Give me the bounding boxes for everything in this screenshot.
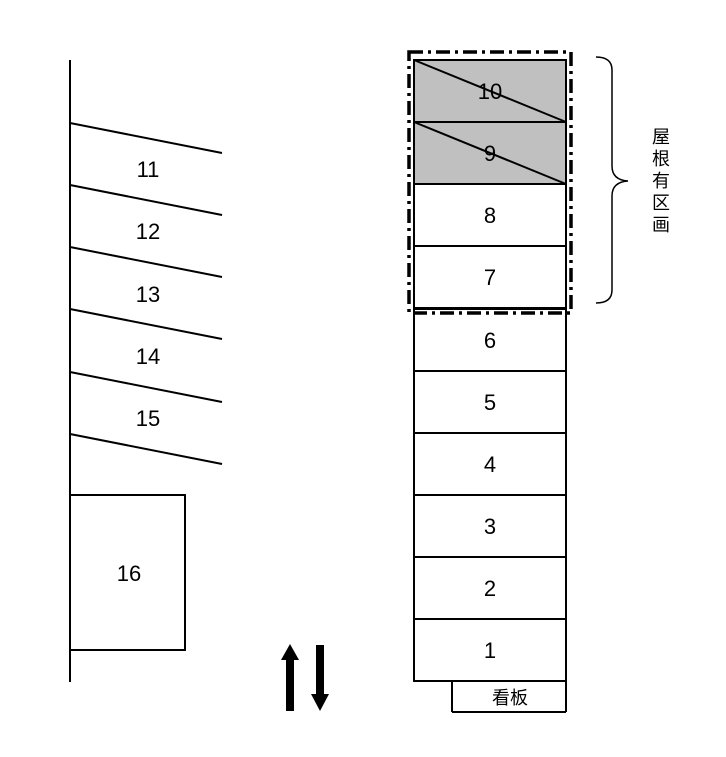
signboard: 看板 [451,681,567,713]
stall-2-label: 2 [484,576,496,601]
stall-10-diagonal [413,59,567,123]
roof-label-char: 有 [652,171,670,192]
roof-label: 屋 根 有 区 画 [652,127,670,236]
stall-divider-line [69,184,223,216]
stall-divider-line [69,122,223,154]
stall-8-label: 8 [484,203,496,228]
stall-9-label: 9 [484,141,496,166]
roofed-area-brace [595,56,629,304]
right-stall-column [413,59,567,682]
stall-3-label: 3 [484,514,496,539]
stall-4-label: 4 [484,452,496,477]
stall-7-label: 7 [484,265,496,290]
stall-divider-line [69,308,223,340]
stall-13-label: 13 [136,282,160,307]
stall-divider-line [69,246,223,278]
stall-divider-line [69,371,223,403]
stall-9-diagonal [413,121,567,185]
stall-1-label: 1 [484,638,496,663]
stall-divider-line [69,433,223,465]
up-down-arrows-icon [281,644,329,711]
roof-label-char: 屋 [652,127,670,148]
roofed-area-boundary [407,50,573,315]
angled-stall-dividers [69,122,223,465]
stall-14-label: 14 [136,344,160,369]
stall-5-label: 5 [484,390,496,415]
stall-16-box [69,494,186,651]
stall-15-label: 15 [136,406,160,431]
stall-16-label: 16 [117,561,141,586]
stall-6-label: 6 [484,328,496,353]
stall-11-label: 11 [137,157,160,182]
roof-label-char: 根 [652,149,670,170]
signboard-label: 看板 [492,688,528,709]
roof-label-char: 画 [652,215,670,236]
roof-label-char: 区 [652,193,670,214]
stall-1-box [413,618,567,682]
stall-12-label: 12 [136,219,160,244]
down-arrow-icon [311,645,329,711]
stall-10-label: 10 [478,79,502,104]
up-arrow-icon [281,644,299,711]
